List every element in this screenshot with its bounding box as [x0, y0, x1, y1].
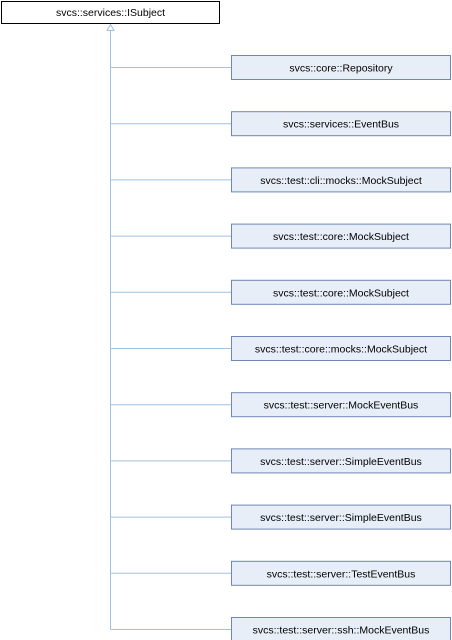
derived-class-box [231, 504, 451, 530]
derived-class-label: svcs::test::server::SimpleEventBus [260, 512, 422, 524]
derived-class-box [231, 223, 451, 249]
derived-class-box [231, 392, 451, 418]
derived-class-node[interactable]: svcs::test::cli::mocks::MockSubject [231, 167, 451, 193]
derived-class-node[interactable]: svcs::test::server::ssh::MockEventBus [231, 617, 451, 640]
derived-class-list: svcs::core::Repositorysvcs::services::Ev… [231, 55, 451, 640]
derived-class-label: svcs::test::server::ssh::MockEventBus [253, 625, 430, 637]
derived-class-label: svcs::core::Repository [289, 63, 393, 75]
inheritance-connectors [106, 23, 232, 630]
derived-class-node[interactable]: svcs::test::core::MockSubject [231, 279, 451, 305]
derived-class-box [231, 617, 451, 640]
derived-class-node[interactable]: svcs::services::EventBus [231, 111, 451, 137]
derived-class-label: svcs::test::server::SimpleEventBus [260, 456, 422, 468]
derived-class-label: svcs::services::EventBus [283, 119, 399, 131]
derived-class-box [231, 448, 451, 474]
derived-class-label: svcs::test::cli::mocks::MockSubject [260, 175, 422, 187]
derived-class-node[interactable]: svcs::core::Repository [231, 55, 451, 80]
derived-class-node[interactable]: svcs::test::server::TestEventBus [231, 560, 451, 586]
derived-class-box [231, 279, 451, 305]
derived-class-box [231, 55, 451, 80]
derived-class-box [231, 167, 451, 193]
derived-class-label: svcs::test::core::MockSubject [273, 287, 409, 299]
derived-class-node[interactable]: svcs::test::server::SimpleEventBus [231, 448, 451, 474]
derived-class-label: svcs::test::core::mocks::MockSubject [255, 344, 427, 356]
derived-class-box [231, 336, 451, 361]
derived-class-node[interactable]: svcs::test::core::mocks::MockSubject [231, 336, 451, 361]
derived-class-box [231, 111, 451, 137]
derived-class-node[interactable]: svcs::test::core::MockSubject [231, 223, 451, 249]
derived-class-node[interactable]: svcs::test::server::MockEventBus [231, 392, 451, 418]
base-class-label: svcs::services::ISubject [56, 7, 165, 19]
derived-class-label: svcs::test::server::MockEventBus [264, 400, 419, 412]
derived-class-box [231, 560, 451, 586]
base-class-node[interactable]: svcs::services::ISubject [1, 1, 220, 24]
derived-class-label: svcs::test::core::MockSubject [273, 231, 409, 243]
base-class-box [1, 1, 220, 24]
derived-class-node[interactable]: svcs::test::server::SimpleEventBus [231, 504, 451, 530]
derived-class-label: svcs::test::server::TestEventBus [267, 568, 416, 580]
inheritance-arrowhead [106, 23, 115, 31]
